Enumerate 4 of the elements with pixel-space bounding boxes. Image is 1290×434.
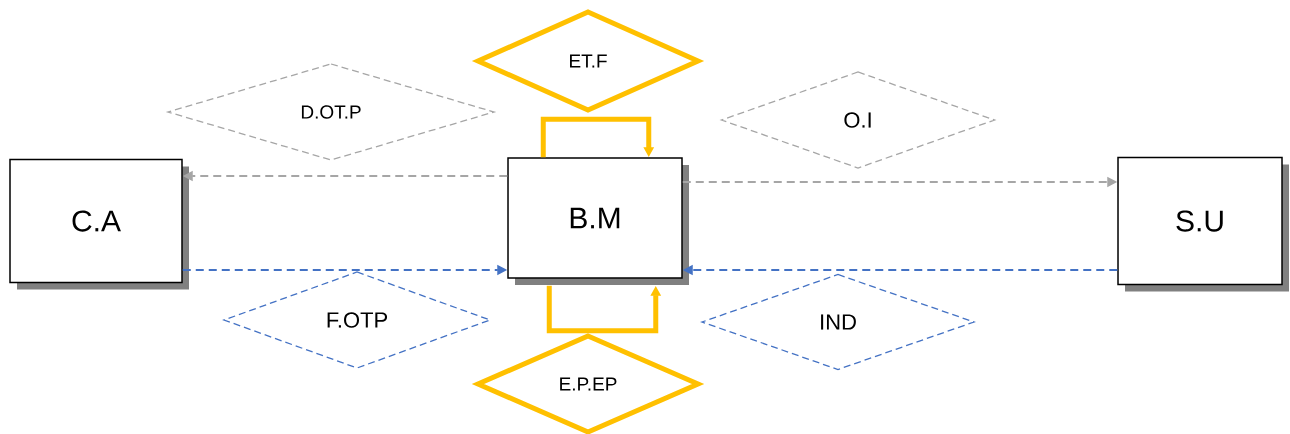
process-box: C.A	[9, 158, 189, 290]
arrow	[540, 116, 655, 158]
process-box: B.M	[507, 157, 689, 285]
process-box: S.U	[1117, 156, 1289, 292]
